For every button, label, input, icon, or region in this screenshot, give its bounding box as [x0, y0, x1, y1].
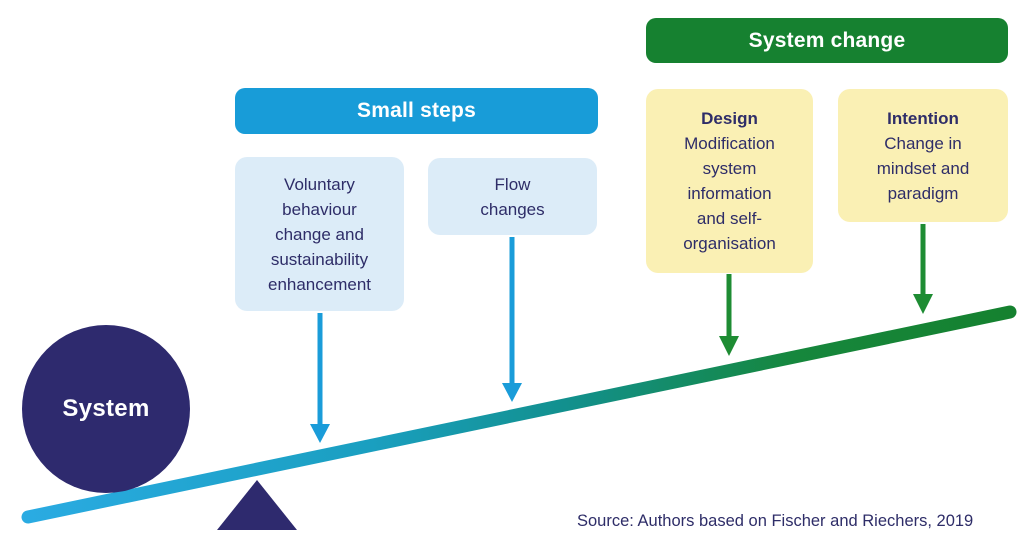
voluntary-down-arrow-icon: [310, 313, 330, 443]
system-change-header: System change: [646, 18, 1008, 63]
design-box: Design Modification system information a…: [646, 89, 813, 273]
voluntary-behaviour-text: Voluntary behaviour change and sustainab…: [267, 174, 372, 294]
flow-changes-box: Flow changes: [428, 158, 597, 235]
small-steps-header: Small steps: [235, 88, 598, 134]
voluntary-behaviour-box: Voluntary behaviour change and sustainab…: [235, 157, 404, 311]
system-ball-label: System: [62, 395, 150, 422]
flow-down-arrow-icon: [502, 237, 522, 402]
intention-box: Intention Change in mindset and paradigm: [838, 89, 1008, 222]
intention-box-text: Change in mindset and paradigm: [876, 133, 970, 203]
design-box-title: Design: [701, 109, 758, 128]
design-box-text: Modification system information and self…: [683, 134, 776, 253]
design-down-arrow-icon: [719, 274, 739, 356]
system-ball: [22, 325, 190, 493]
lever-beam: [21, 305, 1017, 524]
intention-box-title: Intention: [887, 108, 959, 128]
fulcrum-triangle-icon: [217, 480, 297, 530]
flow-changes-text: Flow changes: [480, 174, 545, 219]
intention-down-arrow-icon: [913, 224, 933, 314]
source-note: Source: Authors based on Fischer and Rie…: [577, 512, 974, 530]
